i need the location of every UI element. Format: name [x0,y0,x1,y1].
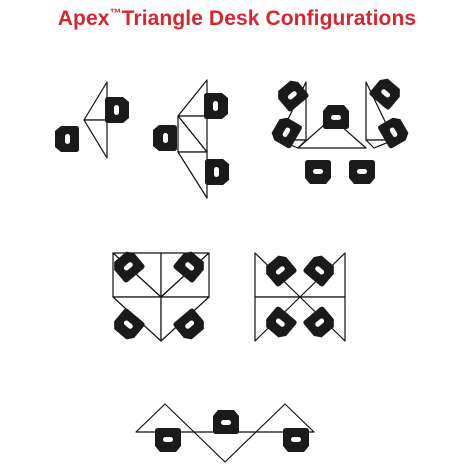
chair-icon [349,160,375,184]
chair-icon [173,251,204,283]
triangle-desk [193,431,257,463]
chair-icon [266,306,297,338]
chair-icon [283,428,309,452]
config-2-desk-diamond [83,81,108,159]
chair-icon [213,410,239,434]
chair-icon [303,255,334,287]
config-4-desk-column-seats [153,93,229,185]
chair-icon [55,126,79,152]
config-4-desk-square-pinwheel-seats [114,251,204,340]
chair-icon [378,117,409,149]
config-2-desk-diamond-seats [55,97,129,152]
config-5-desk-horseshoe-seats [271,78,409,184]
chair-icon [153,125,177,151]
chair-icon [266,255,297,287]
chair-icon [114,308,145,340]
chair-icon [114,251,145,283]
chair-icon [205,159,229,185]
chair-icon [271,117,302,149]
triangle-desk [83,81,108,121]
config-3-desk-zigzag-seats [155,410,309,452]
chair-icon [303,306,334,338]
chair-icon [173,308,204,340]
trademark-symbol: ™ [109,6,122,20]
chair-icon [369,78,400,110]
title-rest: Triangle Desk Configurations [121,7,417,30]
config-4-desk-column [177,79,208,199]
triangle-desk [255,403,315,433]
chair-icon [323,105,349,129]
chair-icon [204,93,228,119]
triangle-desk [177,79,208,117]
triangle-desk [83,119,108,159]
triangle-desk [297,117,367,149]
triangle-desk [135,403,195,433]
chair-icon [278,80,309,112]
page-title: Apex™Triangle Desk Configurations [0,6,474,31]
config-4-desk-square-hourglass-seats [266,255,334,338]
chair-icon [305,160,331,184]
title-brand: Apex [57,7,110,30]
chair-icon [155,428,181,452]
chair-icon [105,97,129,123]
triangle-desk [177,151,208,199]
